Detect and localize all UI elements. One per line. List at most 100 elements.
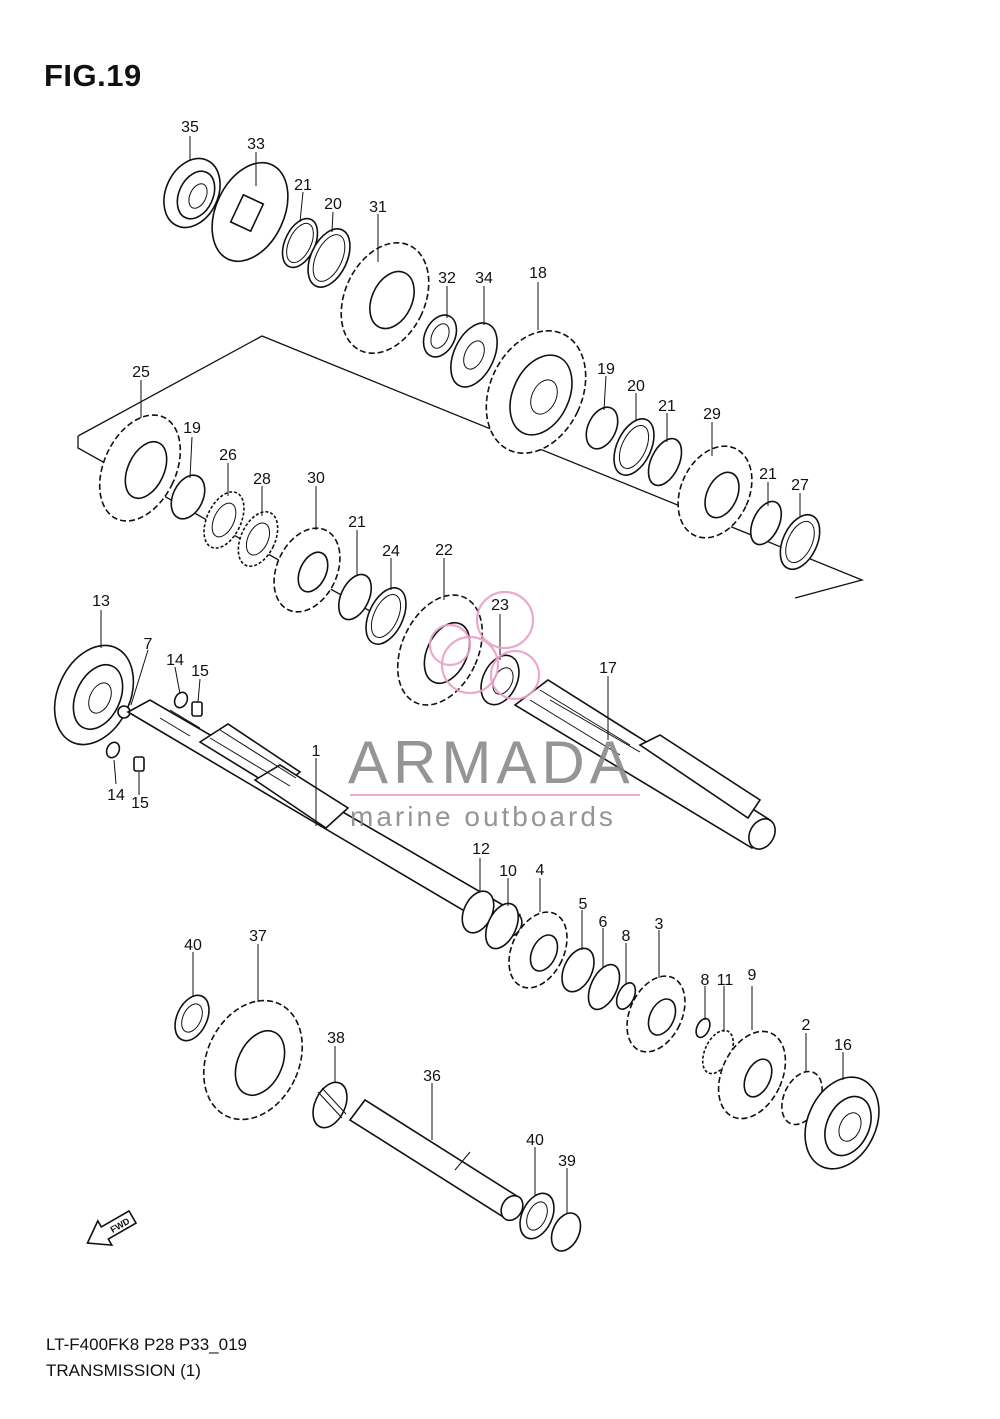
- callout-7: 7: [144, 636, 153, 653]
- callout-27: 27: [791, 477, 809, 494]
- callout-2: 2: [802, 1017, 811, 1034]
- callout-37: 37: [249, 928, 267, 945]
- callout-34: 34: [475, 270, 493, 287]
- callout-6: 6: [599, 914, 608, 931]
- circlip-21a: [281, 217, 319, 269]
- circlip-8a: [615, 982, 637, 1010]
- callout-10: 10: [499, 863, 517, 880]
- circlip-21c: [749, 500, 783, 546]
- watermark: ARMADA marine outboards: [348, 590, 640, 832]
- callout-21: 21: [759, 466, 777, 483]
- gear-3: [626, 975, 686, 1053]
- washer-20b: [613, 418, 655, 476]
- callout-5: 5: [579, 896, 588, 913]
- washer-14b: [105, 741, 121, 759]
- callout-24: 24: [382, 543, 400, 560]
- callout-19: 19: [183, 420, 201, 437]
- gear-30: [273, 527, 341, 613]
- callout-33: 33: [247, 136, 265, 153]
- watermark-brand: ARMADA: [348, 729, 635, 796]
- figure-code: LT-F400FK8 P28 P33_019: [46, 1335, 247, 1354]
- circlip-8b: [695, 1017, 711, 1039]
- washer-20a: [307, 228, 351, 288]
- callout-16: 16: [834, 1037, 852, 1054]
- washer-27: [779, 513, 821, 571]
- callout-14: 14: [166, 652, 184, 669]
- washer-14a: [173, 691, 189, 709]
- circlip-21b: [647, 437, 683, 487]
- callout-8: 8: [622, 928, 631, 945]
- callout-28: 28: [253, 471, 271, 488]
- bearing-16: [804, 1076, 880, 1170]
- callout-9: 9: [748, 967, 757, 984]
- callout-15: 15: [131, 795, 149, 812]
- callout-36: 36: [423, 1068, 441, 1085]
- washer-40a: [174, 994, 210, 1042]
- needle-bearing-38: [312, 1081, 348, 1129]
- gear-9: [717, 1030, 787, 1120]
- callout-23: 23: [491, 597, 509, 614]
- drive-hub-33: [211, 161, 289, 263]
- gear-31: [340, 241, 430, 355]
- washer-26: [203, 491, 245, 549]
- callout-15: 15: [191, 663, 209, 680]
- gear-4: [508, 911, 568, 989]
- gear-29: [677, 445, 753, 539]
- reverse-shaft-36: [348, 1098, 524, 1222]
- bushing-19b: [170, 474, 206, 520]
- watermark-tagline: marine outboards: [350, 801, 616, 832]
- screw-15a: [191, 701, 203, 717]
- callout-26: 26: [219, 447, 237, 464]
- callout-30: 30: [307, 470, 325, 487]
- callout-17: 17: [599, 660, 617, 677]
- gear-37: [202, 999, 304, 1121]
- callout-31: 31: [369, 199, 387, 216]
- callout-21: 21: [348, 514, 366, 531]
- washer-6: [587, 963, 621, 1011]
- callout-40: 40: [526, 1132, 544, 1149]
- callout-labels: 35 33 21 20 31 32 34 18 25 19 26 28 30 2…: [92, 119, 852, 1170]
- washer-28: [237, 510, 279, 568]
- callout-20: 20: [324, 196, 342, 213]
- callout-14: 14: [107, 787, 125, 804]
- washer-10: [484, 902, 520, 950]
- circlip-21d: [337, 573, 373, 621]
- bushing-23: [480, 654, 520, 706]
- gear-25: [98, 414, 182, 522]
- callout-22: 22: [435, 542, 453, 559]
- gear-22: [396, 594, 484, 706]
- mainshaft-1: [126, 699, 523, 938]
- fwd-arrow-icon: FWD: [86, 1209, 138, 1247]
- callout-32: 32: [438, 270, 456, 287]
- callout-21: 21: [294, 177, 312, 194]
- circlip-39: [550, 1212, 582, 1252]
- countershaft-17: [513, 679, 776, 850]
- washer-24: [365, 587, 407, 645]
- callout-1: 1: [312, 743, 321, 760]
- callout-38: 38: [327, 1030, 345, 1047]
- bearing-13: [53, 644, 135, 746]
- callout-18: 18: [529, 265, 547, 282]
- callout-21: 21: [658, 398, 676, 415]
- callout-29: 29: [703, 406, 721, 423]
- screw-15b: [133, 756, 145, 772]
- washer-40b: [519, 1192, 555, 1240]
- bushing-32: [422, 314, 458, 358]
- bushing-19a: [585, 406, 619, 450]
- washer-34: [450, 322, 498, 388]
- callout-12: 12: [472, 841, 490, 858]
- figure-title: FIG.19: [44, 58, 142, 93]
- callout-19: 19: [597, 361, 615, 378]
- callout-35: 35: [181, 119, 199, 136]
- callout-11: 11: [717, 972, 734, 989]
- figure-name: TRANSMISSION (1): [46, 1361, 201, 1380]
- callout-13: 13: [92, 593, 110, 610]
- callout-39: 39: [558, 1153, 576, 1170]
- watermark-logo-icon: [428, 590, 541, 701]
- bushing-5: [561, 947, 595, 993]
- callout-25: 25: [132, 364, 150, 381]
- callout-20: 20: [627, 378, 645, 395]
- callout-8: 8: [701, 972, 710, 989]
